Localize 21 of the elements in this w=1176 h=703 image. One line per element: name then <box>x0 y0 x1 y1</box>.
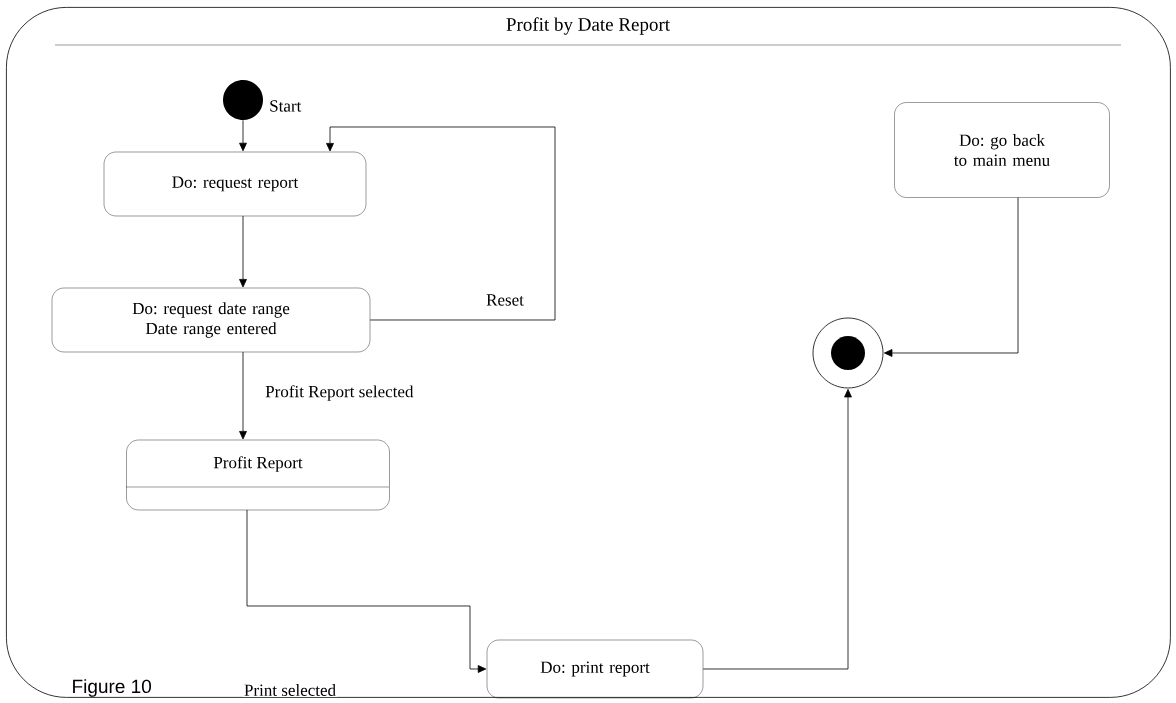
arrow <box>246 509 487 673</box>
initial-state <box>223 80 263 120</box>
caption: Figure 10 <box>73 679 152 697</box>
title: Profit by Date Report <box>506 17 670 35</box>
edge-label: Profit Report selected <box>264 384 415 402</box>
final-state <box>812 317 884 389</box>
state-box: Do: request report <box>103 151 367 217</box>
edge-label: Start <box>268 99 303 113</box>
arrow <box>884 197 1019 357</box>
edge-label: Reset <box>485 293 525 307</box>
state-box: Do: print report <box>486 639 704 699</box>
arrow <box>239 119 247 152</box>
arrow <box>326 126 556 321</box>
frame <box>6 7 1171 698</box>
state-box: Do: go back to main menu <box>894 102 1110 198</box>
arrow <box>702 389 852 670</box>
state-box: Do: request date range Date range entered <box>51 287 371 353</box>
arrow <box>239 351 247 440</box>
edge-label: Print selected <box>243 683 338 697</box>
state-box: Profit Report <box>125 439 390 511</box>
arrow <box>239 215 247 288</box>
